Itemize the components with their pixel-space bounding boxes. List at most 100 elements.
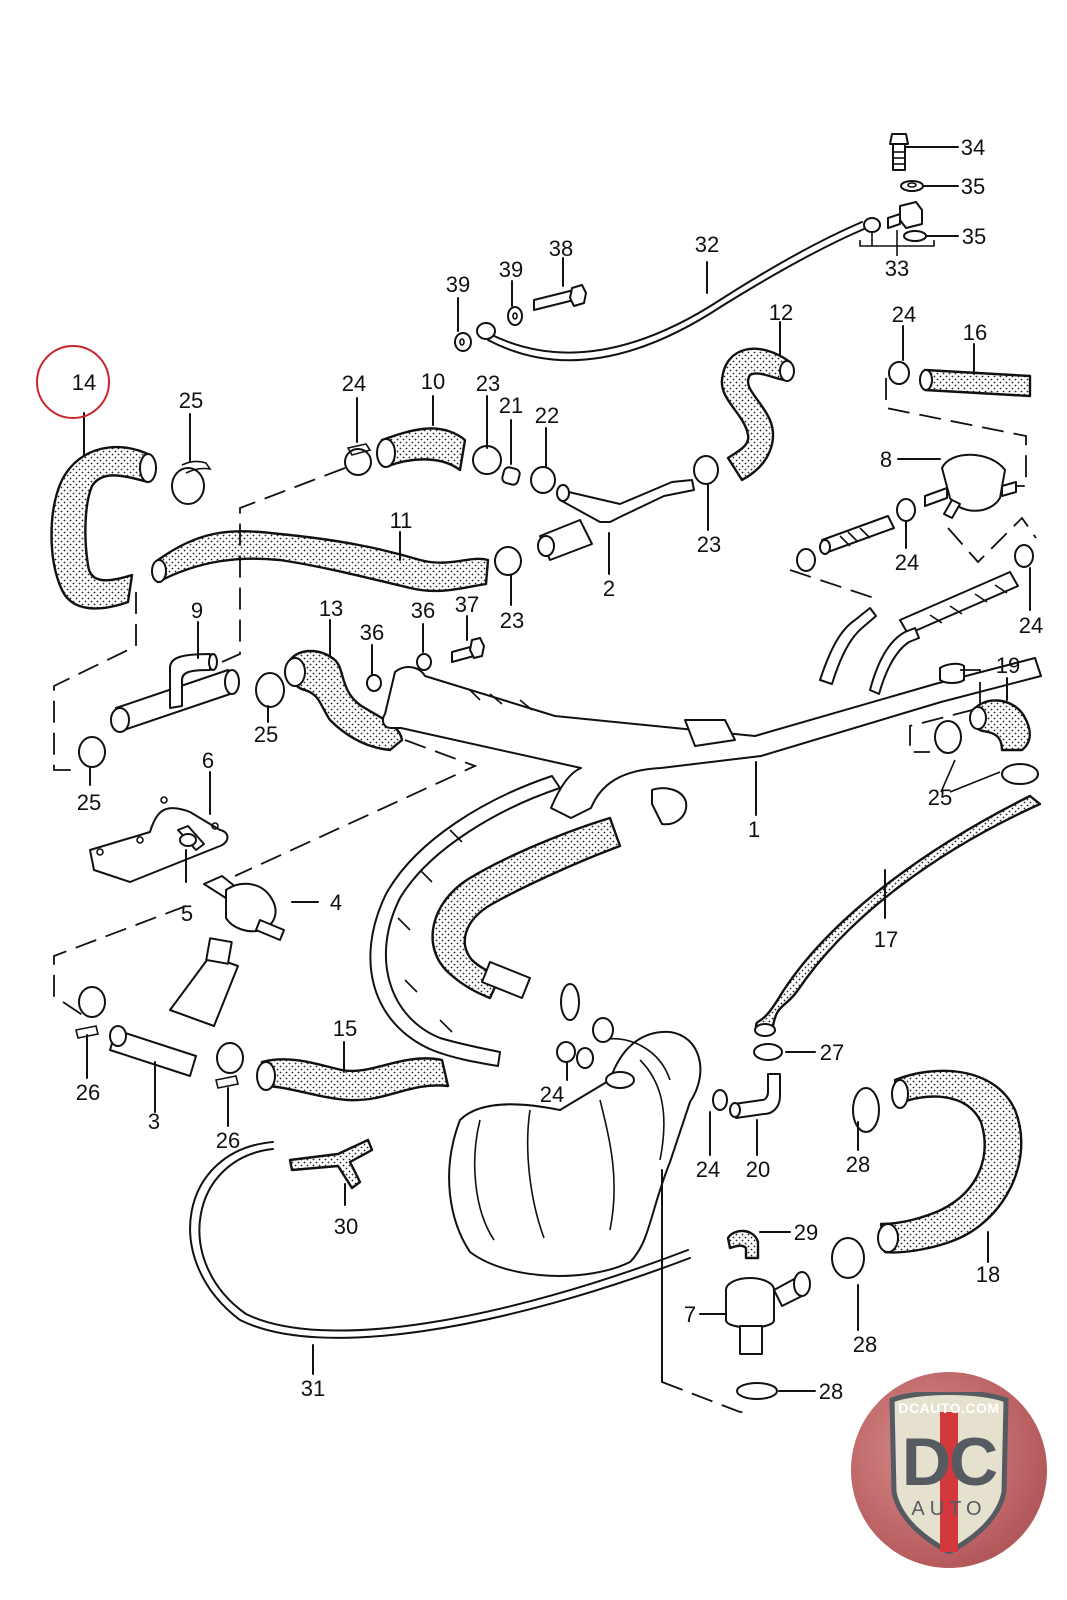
air-intake-boot[interactable] <box>448 1017 702 1383</box>
elbow-pipe-20[interactable] <box>729 1073 781 1156</box>
hose-long-11[interactable] <box>151 530 490 593</box>
bracket-6[interactable] <box>89 771 229 883</box>
label-33[interactable]: 33 <box>885 256 909 281</box>
label-23-top[interactable]: 23 <box>476 371 500 396</box>
label-35-upper[interactable]: 35 <box>961 174 985 199</box>
label-24-lower-right[interactable]: 24 <box>696 1157 720 1182</box>
label-15[interactable]: 15 <box>333 1016 357 1041</box>
label-3[interactable]: 3 <box>148 1109 160 1134</box>
label-16[interactable]: 16 <box>963 320 987 345</box>
pipe-tee-2[interactable] <box>537 479 695 575</box>
shaped-hose-13[interactable] <box>284 619 404 752</box>
u-shaped-hose-18[interactable] <box>877 1069 1023 1263</box>
elbow-hose-19[interactable] <box>969 677 1031 752</box>
thermostat-valve-7[interactable] <box>699 1271 811 1355</box>
hose-clamp-24-lower-right[interactable] <box>709 1089 728 1156</box>
hose-clamp-24-lower-left[interactable] <box>560 983 580 1021</box>
label-1[interactable]: 1 <box>748 817 760 842</box>
label-28-middle[interactable]: 28 <box>853 1332 877 1357</box>
shaped-hose-14[interactable] <box>50 412 157 610</box>
hose-clamp-23-right[interactable] <box>693 455 719 531</box>
hose-braided-right-upper[interactable] <box>819 515 895 555</box>
pipe-branch-9[interactable] <box>110 621 240 733</box>
dotted-hose-lower[interactable] <box>431 816 622 1000</box>
hose-clamp-25-right-lower[interactable] <box>940 759 1039 793</box>
label-12[interactable]: 12 <box>769 300 793 325</box>
hose-clamp-24-lower-center[interactable] <box>556 1041 576 1081</box>
label-30[interactable]: 30 <box>334 1214 358 1239</box>
label-2[interactable]: 2 <box>603 576 615 601</box>
hose-clamp-24-mid-left[interactable] <box>796 548 816 572</box>
label-26-left[interactable]: 26 <box>76 1080 100 1105</box>
label-4[interactable]: 4 <box>330 890 342 915</box>
sealing-ring-39-left[interactable] <box>454 297 472 352</box>
label-29[interactable]: 29 <box>794 1220 818 1245</box>
label-23-lower[interactable]: 23 <box>500 608 524 633</box>
hose-clamp-28-lower[interactable] <box>736 1382 816 1400</box>
label-25-mid-left[interactable]: 25 <box>254 722 278 747</box>
hose-clamp-27[interactable] <box>753 1043 816 1061</box>
label-23-right[interactable]: 23 <box>697 532 721 557</box>
label-32[interactable]: 32 <box>695 232 719 257</box>
label-22[interactable]: 22 <box>535 403 559 428</box>
label-8[interactable]: 8 <box>880 447 892 472</box>
label-21[interactable]: 21 <box>499 393 523 418</box>
label-36-a[interactable]: 36 <box>360 620 384 645</box>
label-26-center[interactable]: 26 <box>216 1128 240 1153</box>
hose-clamp-25-left-lower[interactable] <box>78 736 106 786</box>
label-25-top-left[interactable]: 25 <box>179 388 203 413</box>
label-13[interactable]: 13 <box>319 596 343 621</box>
hose-long-17[interactable] <box>754 794 1042 1037</box>
hose-clamp-24-top-right[interactable] <box>888 325 910 385</box>
hose-clamp-28-middle[interactable] <box>831 1237 865 1331</box>
label-35-lower[interactable]: 35 <box>962 224 986 249</box>
label-24-top-center[interactable]: 24 <box>342 371 366 396</box>
union-fitting-33[interactable] <box>859 201 959 256</box>
label-31[interactable]: 31 <box>301 1376 325 1401</box>
shaped-hose-15[interactable] <box>256 1041 450 1102</box>
small-elbow-hose-29[interactable] <box>726 1229 791 1260</box>
label-39-right[interactable]: 39 <box>499 257 523 282</box>
shaped-hose-10[interactable] <box>376 395 467 472</box>
pipe-assembly-1[interactable] <box>382 607 1042 826</box>
label-20[interactable]: 20 <box>746 1157 770 1182</box>
label-28-upper[interactable]: 28 <box>846 1152 870 1177</box>
valve-8[interactable] <box>897 453 1017 519</box>
hose-braided-right-lower[interactable] <box>899 571 1019 635</box>
hose-clamp-24-mid[interactable] <box>896 498 916 549</box>
label-37[interactable]: 37 <box>455 592 479 617</box>
label-11[interactable]: 11 <box>390 508 413 533</box>
label-38[interactable]: 38 <box>549 236 573 261</box>
vent-line-31[interactable] <box>189 1141 691 1375</box>
hose-clamp-24-far-right[interactable] <box>1014 544 1034 611</box>
banjo-bolt-38[interactable] <box>533 257 587 311</box>
hose-clamp-23-top[interactable] <box>472 395 502 475</box>
hose-clamp-22[interactable] <box>530 427 556 494</box>
sealing-ring-36-b[interactable] <box>416 623 432 671</box>
sealing-ring-39-right[interactable] <box>507 280 523 326</box>
label-24-mid[interactable]: 24 <box>895 550 919 575</box>
shaped-hose-12[interactable] <box>720 321 795 482</box>
auxiliary-pump-3[interactable] <box>109 937 239 1113</box>
label-25-pair-right[interactable]: 25 <box>928 785 952 810</box>
label-24-top-right[interactable]: 24 <box>892 302 916 327</box>
sealing-ring-36-a[interactable] <box>366 644 382 692</box>
label-6[interactable]: 6 <box>202 748 214 773</box>
label-18[interactable]: 18 <box>976 1262 1000 1287</box>
label-28-lower[interactable]: 28 <box>819 1379 843 1404</box>
braided-hose-lower-left[interactable] <box>369 775 561 1067</box>
holder-clip-4[interactable] <box>203 875 319 941</box>
label-9[interactable]: 9 <box>191 598 203 623</box>
label-5[interactable]: 5 <box>181 901 193 926</box>
hose-clamp-28-upper[interactable] <box>852 1087 880 1151</box>
label-27[interactable]: 27 <box>820 1040 844 1065</box>
y-connector-30[interactable] <box>288 1138 374 1206</box>
label-24-far-right[interactable]: 24 <box>1019 613 1043 638</box>
banjo-bolt-37[interactable] <box>451 615 485 663</box>
hose-straight-16[interactable] <box>919 343 1032 398</box>
label-25-left-lower[interactable]: 25 <box>77 790 101 815</box>
label-24-lower-center[interactable]: 24 <box>540 1082 564 1107</box>
label-7[interactable]: 7 <box>684 1302 696 1327</box>
hose-clamp-25-mid-left[interactable] <box>255 672 285 723</box>
washer-35-upper[interactable] <box>900 180 959 192</box>
